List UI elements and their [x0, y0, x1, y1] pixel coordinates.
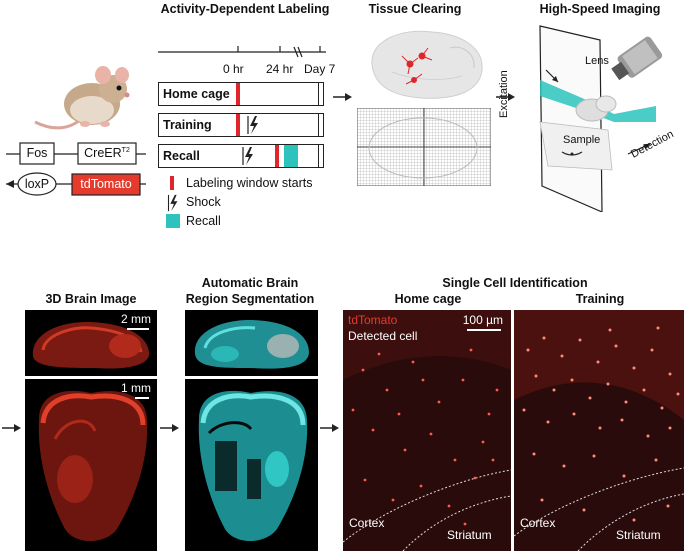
- timeline-row-homecage: [158, 82, 324, 106]
- legend-detected-label: Detected cell: [348, 329, 418, 343]
- segmentation-sagittal-panel: [185, 310, 318, 376]
- seg-title-line2: Region Segmentation: [185, 292, 315, 306]
- seg-title-line1: Automatic Brain: [201, 276, 299, 290]
- training-cells-image: [514, 310, 684, 551]
- brain-sagittal-panel: 2 mm: [25, 310, 157, 376]
- home-cage-cells-image: [343, 310, 511, 551]
- cortex-label: Cortex: [349, 516, 385, 530]
- fos-label: Fos: [26, 146, 48, 160]
- lens-label: Lens: [585, 55, 609, 67]
- tick-24hr: 24 hr: [266, 62, 294, 76]
- cortex-label: Cortex: [520, 516, 556, 530]
- legend-recall-label: Recall: [186, 214, 221, 228]
- recall-block: [284, 145, 298, 167]
- grid-illustration: [357, 108, 491, 186]
- striatum-label: Striatum: [447, 528, 492, 542]
- segmentation-coronal-panel: [185, 379, 318, 551]
- scale-bar: [127, 328, 149, 330]
- activity-title: Activity-Dependent Labeling: [160, 2, 330, 16]
- loxp-label: loxP: [24, 177, 50, 191]
- imaging-setup: [539, 25, 663, 212]
- home-cage-title: Home cage: [394, 292, 462, 306]
- row-end-line: [318, 82, 319, 106]
- legend-labeling-label: Labeling window starts: [186, 176, 313, 190]
- labeling-mark-recall: [275, 145, 279, 167]
- row-end-line: [318, 144, 319, 168]
- excitation-label: Excitation: [498, 70, 510, 118]
- arrow-icon: [160, 424, 179, 432]
- sagittal-brain-image: [32, 322, 150, 369]
- row-end-line: [318, 113, 319, 137]
- clearing-title: Tissue Clearing: [368, 2, 462, 16]
- scale-bar: [467, 329, 501, 331]
- legend-recall-swatch: [166, 214, 180, 228]
- legend-shock-icon: [167, 194, 178, 212]
- arrow-icon: [320, 424, 339, 432]
- shock-icon: [247, 116, 258, 134]
- creer-superscript: T2: [121, 146, 130, 154]
- training-panel: Cortex Striatum: [514, 310, 684, 551]
- brain-title: 3D Brain Image: [45, 292, 137, 306]
- tick-0hr: 0 hr: [223, 62, 244, 76]
- genetic-construct: [6, 142, 146, 196]
- scale-100um-label: 100 µm: [462, 313, 503, 327]
- timeline-axis: [158, 46, 326, 58]
- row-label-training: Training: [163, 118, 212, 132]
- sample-label: Sample: [563, 134, 601, 146]
- shock-icon: [242, 147, 253, 165]
- scale-2mm-label: 2 mm: [121, 312, 151, 326]
- mouse-illustration: [34, 66, 130, 130]
- coronal-brain-image: [38, 390, 148, 541]
- legend-shock-label: Shock: [186, 195, 221, 209]
- scale-1mm-label: 1 mm: [121, 381, 151, 395]
- creer-label: CreERT2: [78, 146, 136, 160]
- arrow-icon: [496, 93, 515, 101]
- arrow-icon: [333, 93, 352, 101]
- row-label-homecage: Home cage: [163, 87, 230, 101]
- timeline-row-training: [158, 113, 324, 137]
- coronal-segmentation-image: [198, 390, 308, 541]
- legend-tdtomato-label: tdTomato: [348, 313, 398, 327]
- labeling-mark-homecage: [236, 83, 240, 105]
- imaging-title: High-Speed Imaging: [539, 2, 661, 16]
- single-cell-title: Single Cell Identification: [442, 276, 588, 290]
- tdtomato-label: tdTomato: [80, 177, 132, 191]
- tick-day7: Day 7: [304, 62, 336, 76]
- brain-coronal-panel: 1 mm: [25, 379, 157, 551]
- sagittal-segmentation-image: [194, 320, 309, 369]
- cleared-brain-illustration: [371, 30, 483, 99]
- scale-bar: [135, 397, 149, 399]
- creer-text: CreER: [84, 146, 122, 160]
- training-title: Training: [575, 292, 625, 306]
- legend-labeling-swatch: [170, 176, 174, 190]
- row-label-recall: Recall: [163, 149, 200, 163]
- home-cage-panel: tdTomato Detected cell 100 µm Cortex Str…: [343, 310, 511, 551]
- arrow-icon: [2, 424, 21, 432]
- striatum-label: Striatum: [616, 528, 661, 542]
- labeling-mark-training: [236, 114, 240, 136]
